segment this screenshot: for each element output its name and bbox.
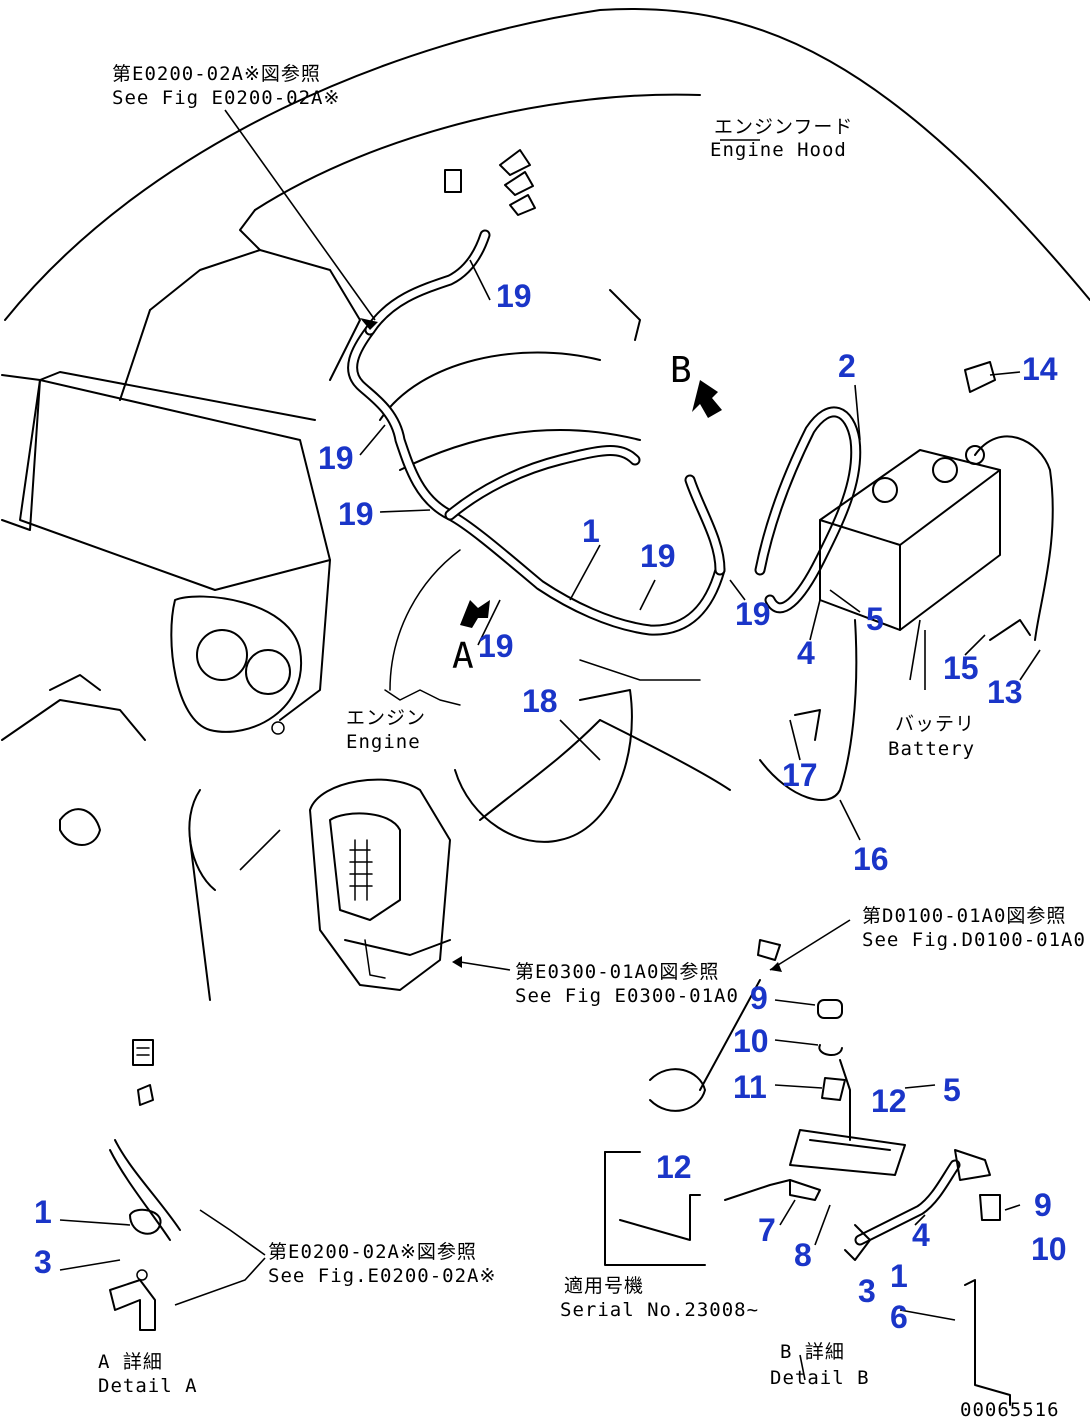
hood-en: Engine Hood bbox=[710, 139, 847, 161]
detail-a-parts bbox=[109, 1039, 181, 1331]
detail-b-parts bbox=[649, 939, 1011, 1406]
battery-jp: バッテリ bbox=[895, 713, 975, 735]
ref-d0100-en: See Fig.D0100-01A0 bbox=[862, 929, 1086, 951]
battery-en: Battery bbox=[888, 738, 975, 760]
engine-block bbox=[1, 209, 641, 1001]
callout-7: 7 bbox=[758, 1212, 776, 1248]
callout-1: 1 bbox=[34, 1194, 52, 1230]
engine-jp: エンジン bbox=[346, 707, 426, 729]
callout-19: 19 bbox=[338, 496, 374, 532]
serial-en: Serial No.23008~ bbox=[560, 1299, 759, 1321]
ref-e0200-jp: 第E0200-02A※図参照 bbox=[112, 63, 321, 85]
ref-e0200b-jp: 第E0200-02A※図参照 bbox=[268, 1241, 477, 1263]
callout-9: 9 bbox=[1034, 1187, 1052, 1223]
callout-18: 18 bbox=[522, 683, 558, 719]
callout-5: 5 bbox=[943, 1072, 961, 1108]
air-cleaner bbox=[309, 778, 451, 991]
callout-9: 9 bbox=[750, 980, 768, 1016]
view-arrows bbox=[360, 318, 782, 972]
callout-4: 4 bbox=[912, 1217, 930, 1253]
callout-19: 19 bbox=[735, 596, 771, 632]
detail-b-en: Detail B bbox=[770, 1367, 870, 1389]
callout-14: 14 bbox=[1022, 351, 1058, 387]
detail-b-jp: B 詳細 bbox=[780, 1341, 845, 1363]
serial-inset bbox=[604, 1151, 706, 1266]
callout-19: 19 bbox=[478, 628, 514, 664]
callout-3: 3 bbox=[858, 1273, 876, 1309]
main-harness bbox=[347, 229, 862, 706]
detail-a-en: Detail A bbox=[98, 1375, 198, 1397]
detail-a-jp: A 詳細 bbox=[98, 1351, 163, 1373]
ground-cable bbox=[479, 619, 858, 821]
callout-4: 4 bbox=[797, 635, 815, 671]
callout-5: 5 bbox=[866, 601, 884, 637]
callout-1: 1 bbox=[890, 1258, 908, 1294]
callout-19: 19 bbox=[318, 440, 354, 476]
serial-jp: 適用号機 bbox=[564, 1275, 644, 1297]
callout-17: 17 bbox=[782, 757, 818, 793]
leader-lines bbox=[59, 109, 1041, 1381]
callout-1: 1 bbox=[582, 513, 600, 549]
view-letter-b: B bbox=[670, 350, 692, 391]
pointer-arrow bbox=[360, 318, 378, 330]
connectors-top bbox=[444, 149, 536, 216]
callout-2: 2 bbox=[838, 348, 856, 384]
engine-hood-outline bbox=[1, 8, 1090, 531]
callout-19: 19 bbox=[496, 278, 532, 314]
ref-e0200-en: See Fig E0200-02A※ bbox=[112, 87, 340, 109]
ref-e0200b-en: See Fig.E0200-02A※ bbox=[268, 1265, 496, 1287]
pointer-arrow-d0100 bbox=[770, 962, 782, 972]
hood-jp: エンジンフード bbox=[714, 116, 853, 138]
view-arrow-a bbox=[460, 600, 490, 628]
callout-8: 8 bbox=[794, 1237, 812, 1273]
ref-e0300-jp: 第E0300-01A0図参照 bbox=[515, 961, 719, 983]
ref-e0300-en: See Fig E0300-01A0 bbox=[515, 985, 739, 1007]
engine-en: Engine bbox=[346, 731, 421, 753]
callout-10: 10 bbox=[733, 1023, 769, 1059]
drawing-code: 00065516 bbox=[960, 1399, 1060, 1421]
callout-12: 12 bbox=[656, 1149, 692, 1185]
ref-d0100-jp: 第D0100-01A0図参照 bbox=[862, 905, 1066, 927]
terminal-clamp bbox=[964, 361, 996, 393]
view-letter-a: A bbox=[452, 636, 474, 677]
callout-16: 16 bbox=[853, 841, 889, 877]
callout-10: 10 bbox=[1031, 1231, 1067, 1267]
callout-19: 19 bbox=[640, 538, 676, 574]
callout-11: 11 bbox=[733, 1069, 767, 1105]
callout-12: 12 bbox=[871, 1083, 907, 1119]
callout-6: 6 bbox=[890, 1299, 908, 1335]
callout-3: 3 bbox=[34, 1244, 52, 1280]
pointer-arrow-e0300 bbox=[452, 956, 462, 968]
callout-15: 15 bbox=[943, 650, 979, 686]
callout-13: 13 bbox=[987, 674, 1023, 710]
view-arrow-b bbox=[692, 380, 722, 418]
